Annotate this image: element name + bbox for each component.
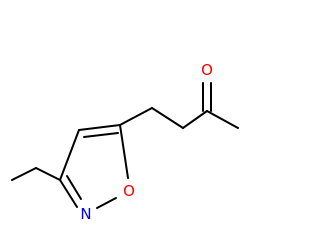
ring-nitrogen-label: N	[80, 205, 91, 223]
bond-c3-c4	[59, 129, 80, 181]
bond-c4-c5-double-inner	[83, 132, 119, 138]
bond-carbonyl-methyl	[206, 110, 239, 129]
bond-c3-n-double-inner	[66, 175, 82, 200]
bond-ch2-carbonyl	[182, 110, 208, 129]
bond-c5-o	[119, 124, 129, 179]
bond-ethyl-ch2-c3	[35, 167, 61, 181]
structure-canvas: O N O	[11, 61, 239, 223]
bond-ch2-ch2	[151, 107, 184, 129]
bond-ethyl-ch3-ch2	[11, 167, 37, 181]
bond-o-n	[96, 197, 117, 209]
bond-c3-n-double	[59, 179, 78, 208]
ring-oxygen-label: O	[123, 182, 135, 200]
ketone-oxygen-label: O	[201, 61, 213, 79]
bond-c5-ch2	[119, 107, 153, 126]
molecule-structure: O N O	[11, 61, 239, 223]
bond-c4-c5	[78, 124, 121, 131]
